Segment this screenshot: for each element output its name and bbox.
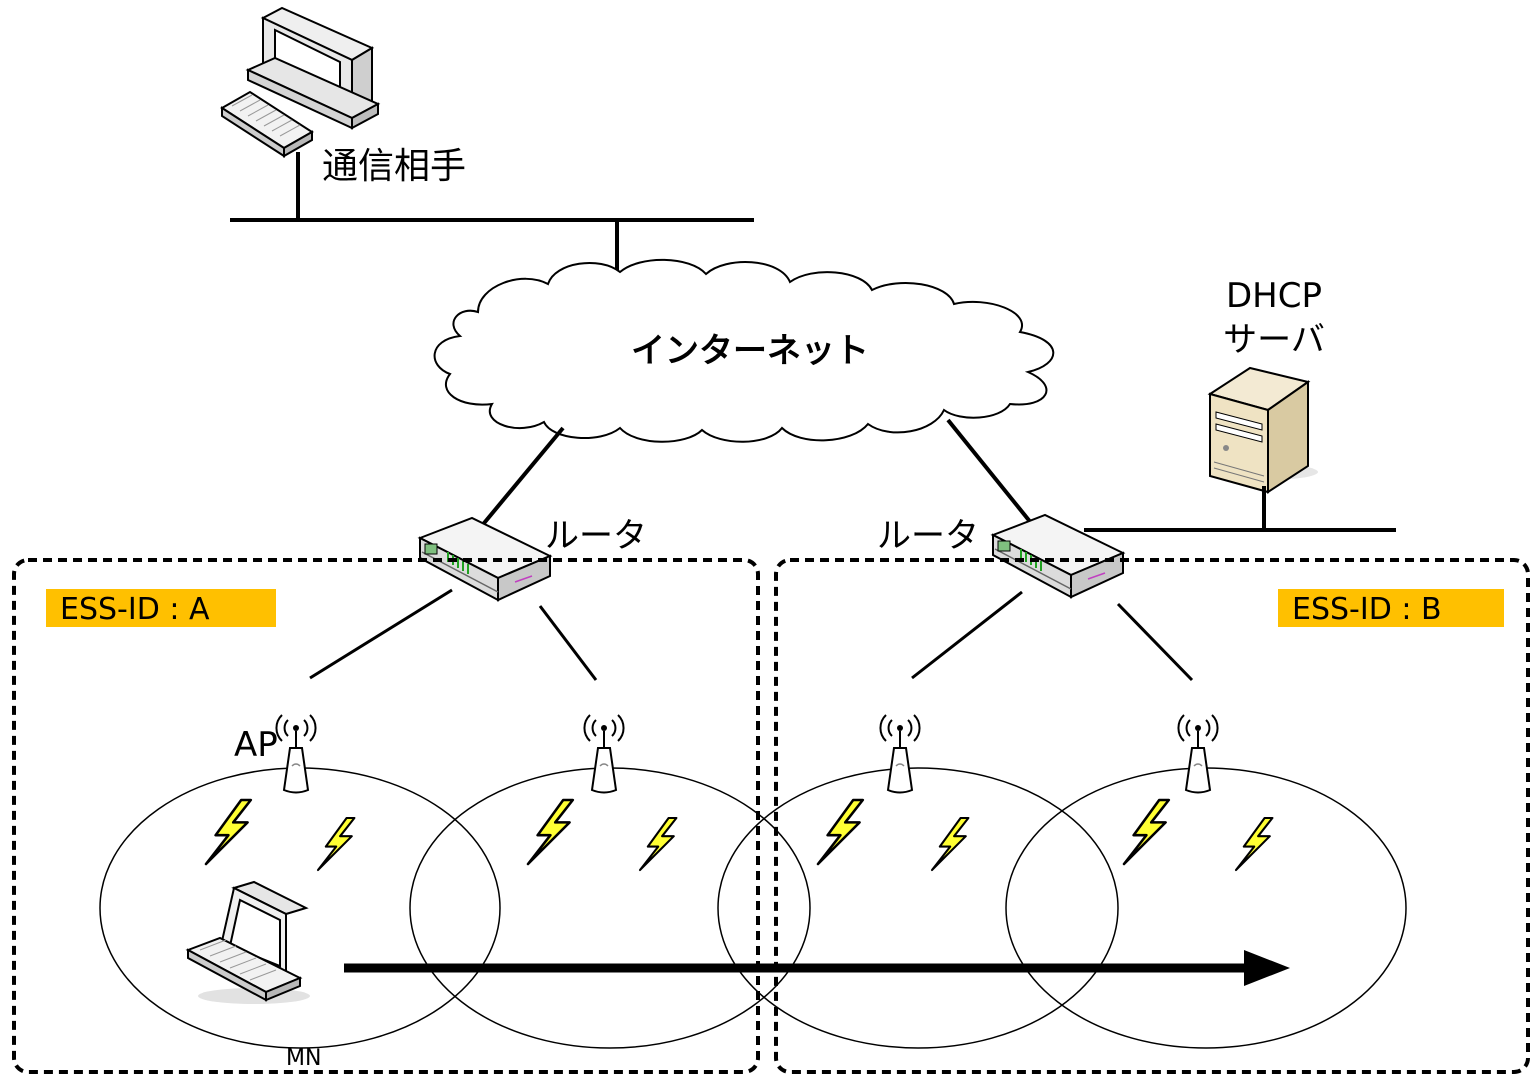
router-right-label: ルータ — [877, 516, 979, 556]
lightning-icon — [1122, 798, 1171, 866]
access-point-icon — [1177, 714, 1219, 794]
lightning-icon — [816, 798, 865, 866]
partner-label: 通信相手 — [322, 146, 466, 187]
dhcp-server-icon — [1207, 366, 1318, 494]
ess-badge-b-label: ESS-ID : B — [1292, 592, 1442, 627]
router-left-label: ルータ — [545, 516, 647, 556]
lightning-icon — [930, 816, 970, 872]
mobile-node-laptop-icon — [185, 880, 310, 1004]
internet-label: インターネット — [631, 331, 869, 371]
lightning-icon — [1234, 816, 1274, 872]
router-right-to-ap4-link — [1116, 602, 1194, 682]
access-point-icon — [275, 714, 317, 794]
ess-badge-a-label: ESS-ID : A — [60, 592, 210, 627]
ess-badge-b: ESS-ID : B — [1278, 589, 1504, 627]
ess-badge-a: ESS-ID : A — [46, 589, 276, 627]
access-point-icon — [879, 714, 921, 794]
access-point-icon — [583, 714, 625, 794]
coverage-cell-3 — [717, 767, 1119, 1049]
router-left-to-ap1-link — [309, 588, 453, 680]
router-left-to-ap2-link — [538, 605, 598, 681]
partner-computer-icon — [220, 6, 381, 158]
router-right-icon — [992, 514, 1124, 598]
internet-to-router-left-link — [473, 426, 565, 536]
ess-area-a — [12, 558, 760, 1074]
coverage-cell-2 — [409, 767, 811, 1049]
lightning-icon — [316, 816, 356, 872]
ap-label: AP — [234, 725, 278, 765]
lightning-icon — [204, 798, 253, 866]
dhcp-label-line1: DHCP — [1226, 276, 1322, 316]
coverage-cell-4 — [1005, 767, 1407, 1049]
internet-to-router-right-link — [946, 418, 1042, 536]
dhcp-label-line2: サーバ — [1223, 320, 1325, 360]
lightning-icon — [526, 798, 575, 866]
lightning-icon — [638, 816, 678, 872]
mn-label: MN — [286, 1046, 321, 1071]
movement-arrow-head — [1244, 950, 1290, 986]
internet-cloud-icon — [433, 258, 1055, 443]
ess-area-b — [774, 558, 1530, 1074]
router-right-to-ap3-link — [911, 590, 1023, 680]
